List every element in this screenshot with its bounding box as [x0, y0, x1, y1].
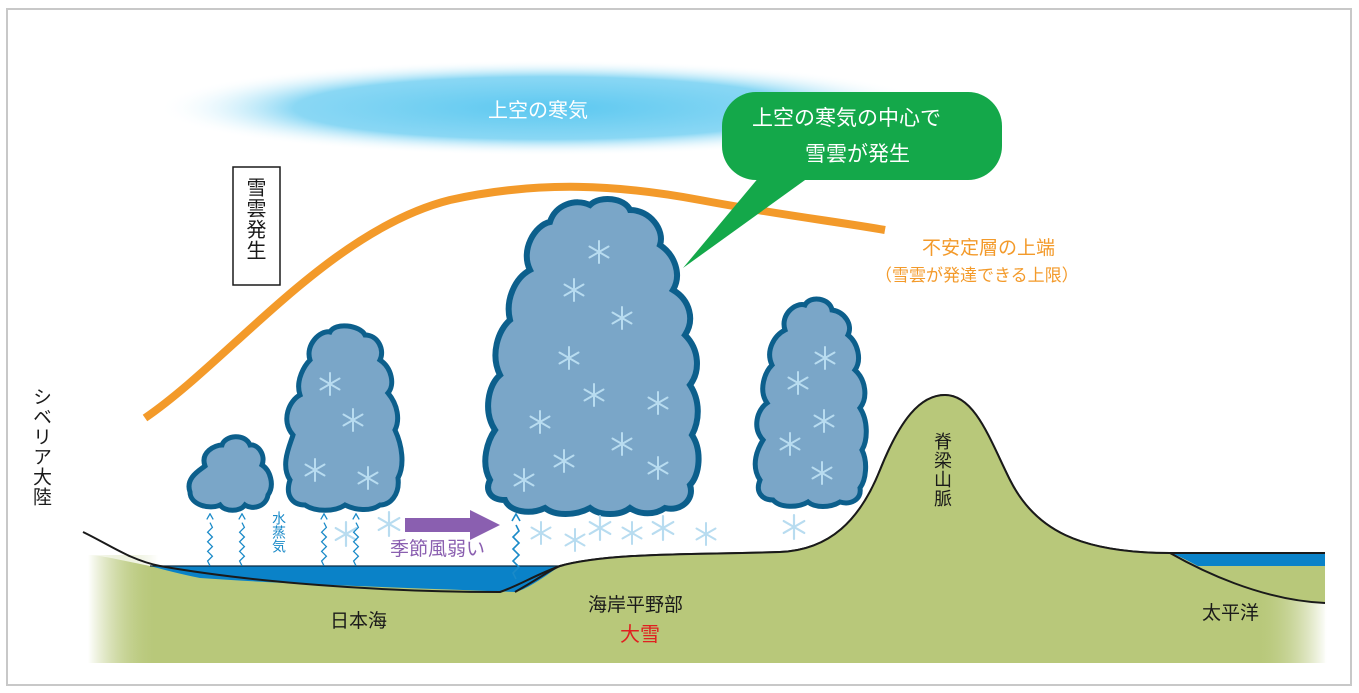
snow-cloud-generation-label: 雪雲発生 [243, 177, 267, 261]
snow-cloud-right [752, 296, 869, 509]
unstable-layer-note-label: （雪雲が発達できる上限） [875, 266, 1079, 286]
upper-cold-air-label: 上空の寒気 [488, 98, 588, 122]
callout-text-line2: 雪雲が発生 [805, 142, 910, 166]
snow-cloud-generation-box [232, 166, 281, 286]
unstable-layer-top-label: 不安定層の上端 [922, 237, 1056, 259]
seasonal-wind-arrow [405, 510, 500, 540]
snow-cloud-small [186, 434, 274, 513]
callout-bubble [722, 92, 1002, 180]
water-vapor-label: 水蒸気 [270, 511, 286, 553]
callout-text-line1: 上空の寒気の中心で [752, 106, 941, 130]
unstable-layer-line [142, 182, 886, 422]
sea-of-japan-water [150, 566, 560, 592]
pacific-label: 太平洋 [1202, 602, 1260, 624]
snow-cloud-medium [283, 323, 405, 513]
heavy-snow-label: 大雪 [620, 622, 660, 646]
snow-cloud-large [482, 196, 702, 517]
coastal-plain-label: 海岸平野部 [588, 594, 684, 616]
seasonal-wind-label: 季節風弱い [390, 538, 486, 560]
mountain-fill [560, 395, 1325, 603]
mountains-label: 脊梁山脈 [931, 432, 952, 508]
callout-tail [683, 170, 812, 268]
sea-of-japan-label: 日本海 [330, 610, 388, 632]
siberia-label: シベリア大陸 [30, 387, 52, 507]
